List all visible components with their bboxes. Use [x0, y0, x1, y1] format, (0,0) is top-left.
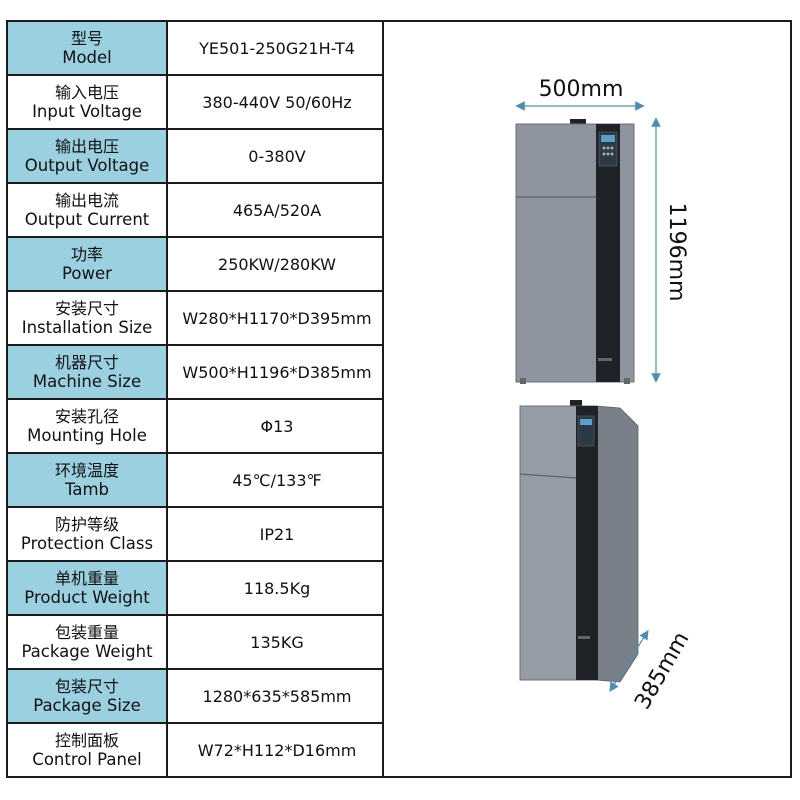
front-control-strip: [596, 124, 620, 382]
height-dimension: 1196mm: [651, 117, 689, 383]
spec-value: IP21: [166, 506, 388, 562]
spec-label-en: Installation Size: [21, 317, 153, 337]
spec-value: 250KW/280KW: [166, 236, 388, 292]
spec-value: 135KG: [166, 614, 388, 670]
spec-label-en: Output Current: [24, 209, 150, 229]
product-illustration: 500mm 1196mm: [515, 77, 694, 714]
spec-label-en: Output Voltage: [24, 155, 150, 175]
spec-label-zh: 功率: [70, 244, 103, 264]
spec-label-zh: 防护等级: [54, 514, 119, 534]
spec-label-en: Power: [62, 263, 112, 283]
spec-label-en: Mounting Hole: [27, 425, 147, 445]
spec-value: 380-440V 50/60Hz: [166, 74, 388, 130]
spec-label-zh: 环境温度: [54, 460, 119, 480]
spec-label-en: Product Weight: [24, 587, 150, 607]
spec-value: W500*H1196*D385mm: [166, 344, 388, 400]
spec-label-en: Package Weight: [21, 641, 153, 661]
spec-label-zh: 机器尺寸: [54, 352, 119, 372]
spec-label-zh: 安装孔径: [54, 406, 119, 426]
spec-value: 0-380V: [166, 128, 388, 184]
spec-value: 465A/520A: [166, 182, 388, 238]
spec-label-zh: 型号: [70, 28, 103, 48]
spec-label-en: Input Voltage: [32, 101, 142, 121]
cabinet-front-view: [515, 119, 635, 384]
spec-label-zh: 包装尺寸: [54, 676, 119, 696]
width-dimension-label: 500mm: [539, 77, 624, 102]
spec-label-zh: 包装重量: [54, 622, 119, 642]
spec-label-zh: 输出电压: [54, 136, 119, 156]
spec-value: 45℃/133℉: [166, 452, 388, 508]
spec-value: W72*H112*D16mm: [166, 722, 388, 778]
perspective-control-strip: [576, 406, 598, 680]
spec-value: YE501-250G21H-T4: [166, 20, 388, 76]
spec-label-zh: 控制面板: [54, 730, 119, 750]
spec-label-zh: 单机重量: [54, 568, 119, 588]
spec-value: Φ13: [166, 398, 388, 454]
width-dimension: 500mm: [515, 77, 645, 111]
spec-label-en: Machine Size: [32, 371, 142, 391]
height-dimension-label: 1196mm: [664, 203, 689, 302]
depth-dimension-label: 385mm: [630, 628, 694, 714]
spec-label-zh: 输入电压: [54, 82, 119, 102]
spec-label-en: Package Size: [33, 695, 141, 715]
spec-label-en: Control Panel: [32, 749, 142, 769]
product-image-panel: 500mm 1196mm: [382, 20, 792, 778]
spec-label-en: Tamb: [64, 479, 109, 499]
spec-label-en: Model: [62, 47, 112, 67]
spec-value: 1280*635*585mm: [166, 668, 388, 724]
spec-label-zh: 安装尺寸: [54, 298, 119, 318]
spec-value: 118.5Kg: [166, 560, 388, 616]
cabinet-perspective-view: [519, 400, 639, 683]
spec-value: W280*H1170*D395mm: [166, 290, 388, 346]
spec-label-zh: 输出电流: [54, 190, 119, 210]
spec-label-en: Protection Class: [20, 533, 154, 553]
